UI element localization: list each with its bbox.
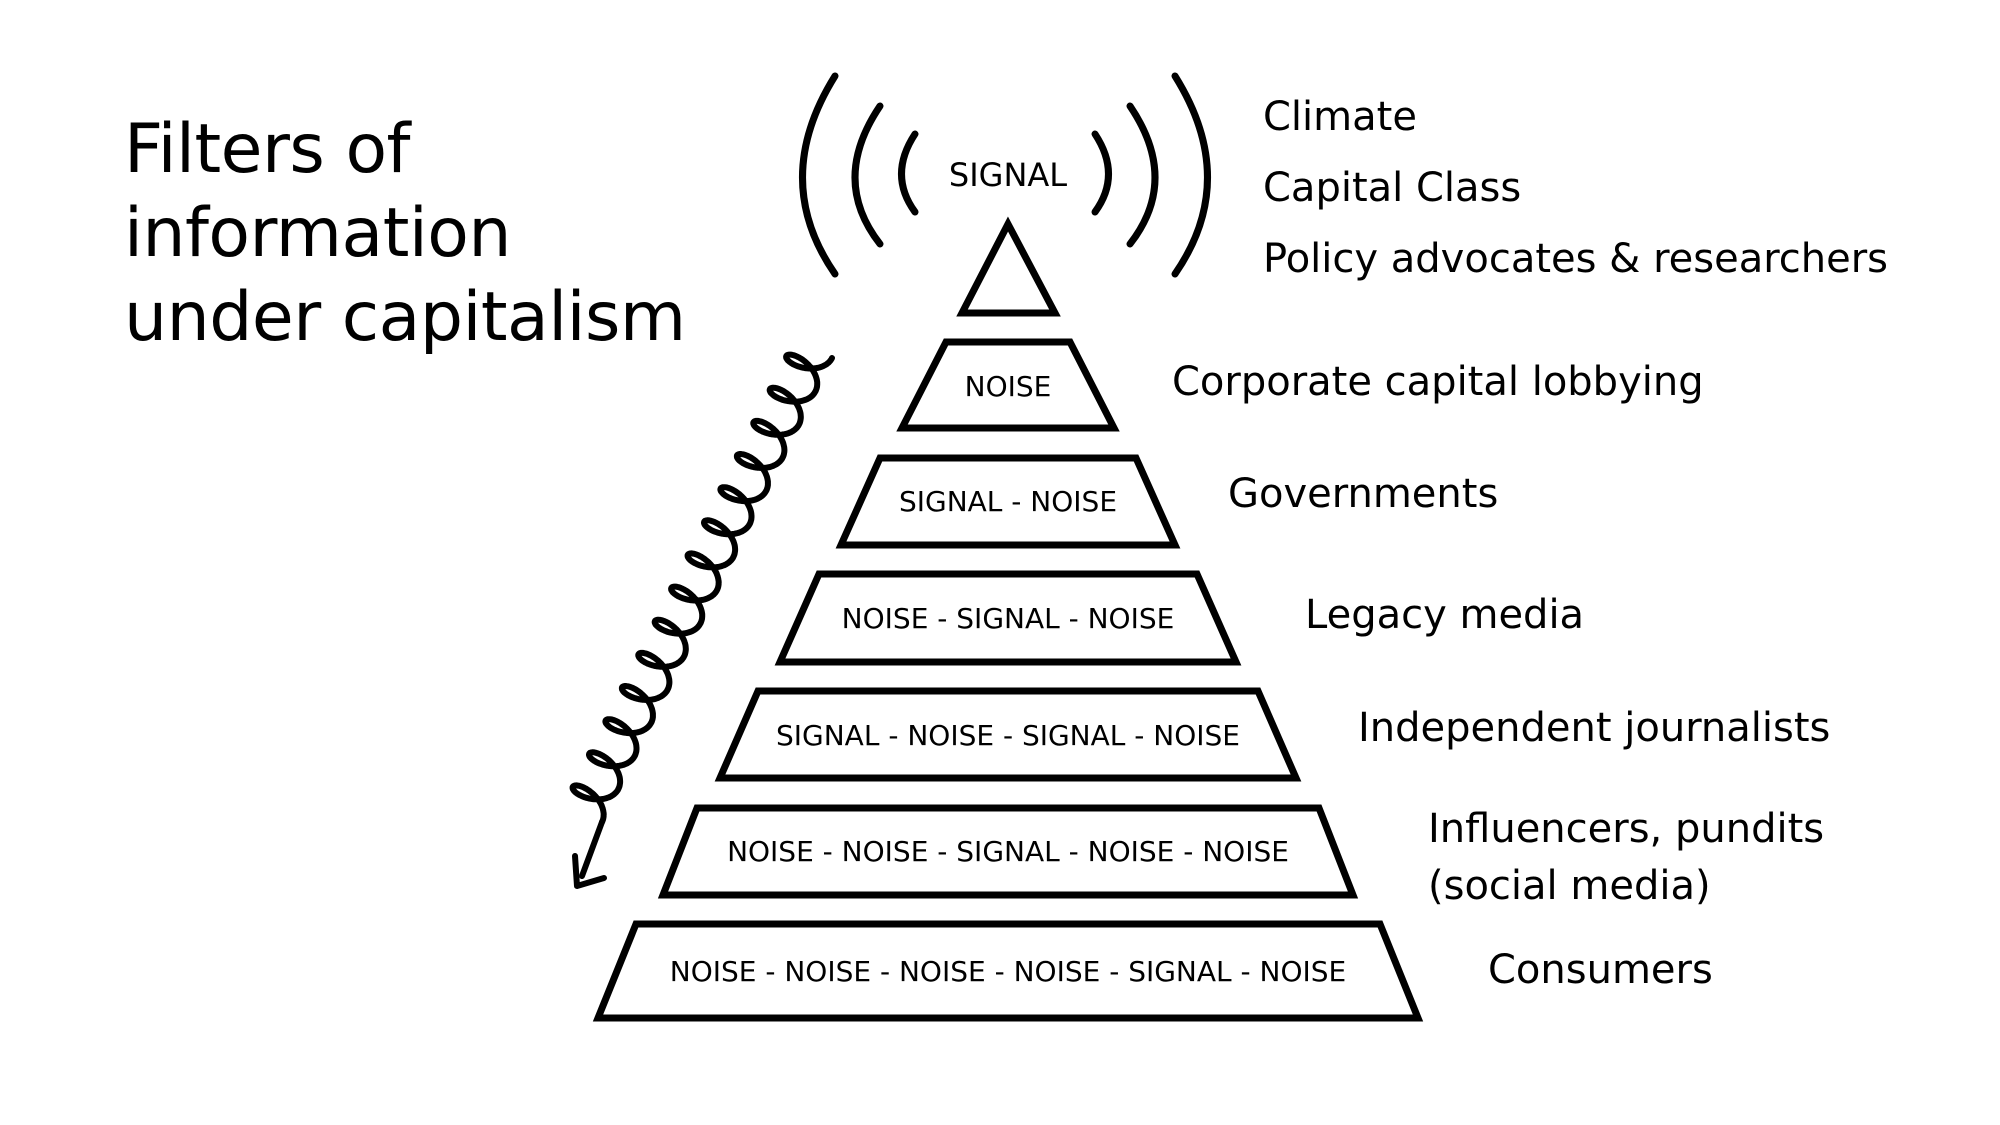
tier-1: NOISE Corporate capital lobbying <box>896 338 1704 432</box>
spiral-arrow-icon <box>569 351 835 889</box>
broadcast-waves-icon <box>799 72 1211 278</box>
tier-label: SIGNAL - NOISE <box>899 485 1117 518</box>
apex-topics: Climate Capital Class Policy advocates &… <box>1263 94 1888 282</box>
spiral-coil <box>569 351 835 825</box>
wave-right-inner <box>1091 130 1112 216</box>
tier-actor: Legacy media <box>1305 592 1584 638</box>
apex-label: SIGNAL <box>949 156 1067 194</box>
page-title: Filters of information under capitalism <box>124 108 686 360</box>
title-line-1: Filters of <box>124 110 410 189</box>
arrow-head <box>572 853 607 889</box>
wave-right-outer <box>1171 72 1211 278</box>
title-line-2: information <box>124 194 511 273</box>
tier-trapezoid <box>592 920 1424 1022</box>
tier-actor-line-2: (social media) <box>1428 863 1711 909</box>
title-line-3: under capitalism <box>124 278 686 357</box>
tier-actor: Consumers <box>1488 947 1713 993</box>
tier-actor: Corporate capital lobbying <box>1172 359 1704 405</box>
tier-actor: Independent journalists <box>1358 705 1830 751</box>
apex-triangle <box>956 216 1061 317</box>
wave-right-middle <box>1126 102 1159 248</box>
tier-actor: Governments <box>1228 471 1498 517</box>
tier-trapezoid <box>835 454 1181 549</box>
tier-label: NOISE <box>965 370 1052 403</box>
topic-policy-advocates: Policy advocates & researchers <box>1263 236 1888 282</box>
topic-capital-class: Capital Class <box>1263 165 1521 211</box>
tier-label: SIGNAL - NOISE - SIGNAL - NOISE <box>776 719 1240 752</box>
spiral-tail <box>579 819 605 879</box>
wave-left-middle <box>851 102 884 248</box>
tier-4: SIGNAL - NOISE - SIGNAL - NOISE Independ… <box>714 687 1830 782</box>
tier-label: NOISE - NOISE - NOISE - NOISE - SIGNAL -… <box>670 955 1346 988</box>
tier-6: NOISE - NOISE - NOISE - NOISE - SIGNAL -… <box>592 920 1713 1022</box>
tier-trapezoid <box>714 687 1302 782</box>
tier-label: NOISE - SIGNAL - NOISE <box>842 602 1175 635</box>
tier-actor-line-1: Influencers, pundits <box>1428 806 1824 852</box>
tier-label: NOISE - NOISE - SIGNAL - NOISE - NOISE <box>727 835 1289 868</box>
wave-left-outer <box>799 72 839 278</box>
topic-climate: Climate <box>1263 94 1417 140</box>
tier-5: NOISE - NOISE - SIGNAL - NOISE - NOISE I… <box>657 804 1824 909</box>
tier-trapezoid <box>774 570 1242 666</box>
tier-trapezoid <box>657 804 1359 899</box>
tier-2: SIGNAL - NOISE Governments <box>835 454 1498 549</box>
wave-left-inner <box>898 130 919 216</box>
tier-trapezoid <box>896 338 1120 432</box>
tier-3: NOISE - SIGNAL - NOISE Legacy media <box>774 570 1584 666</box>
